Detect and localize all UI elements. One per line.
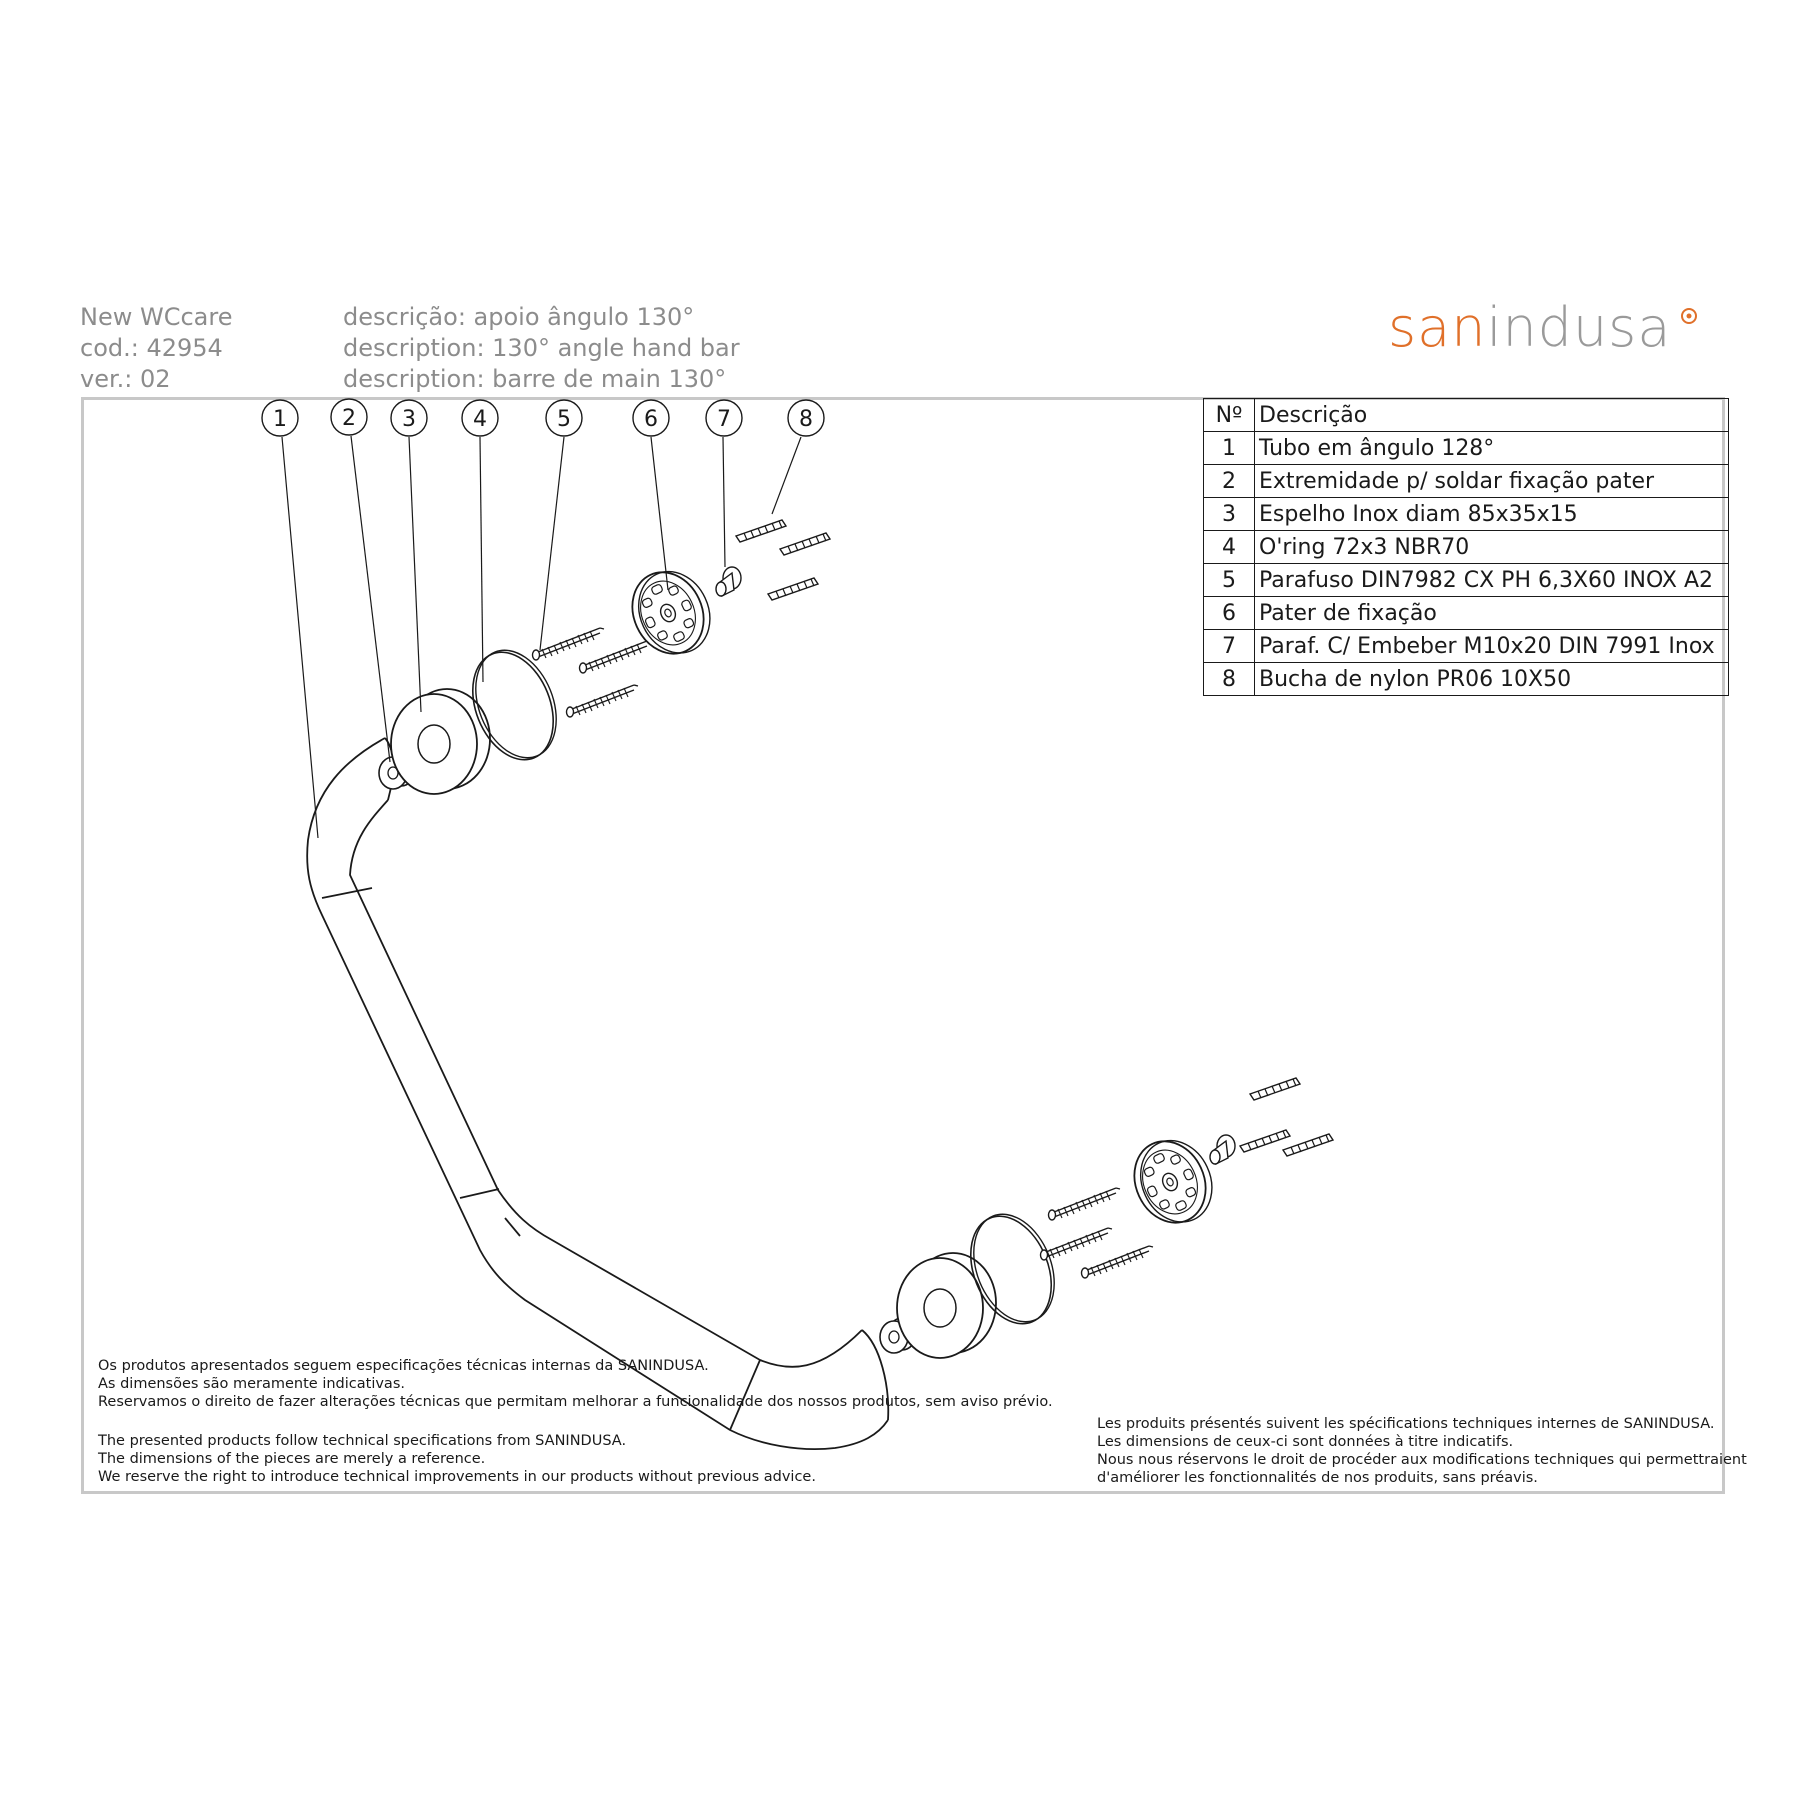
product-version: ver.: 02 <box>80 365 171 393</box>
part-3-cover-plate-bottom <box>896 1252 997 1359</box>
callout-1-label: 1 <box>273 407 287 432</box>
callout-6: 6 <box>632 399 670 437</box>
parts-table: Nº Descrição 1 Tubo em ângulo 128° 2 Ext… <box>1203 398 1729 696</box>
part-number: 8 <box>1203 662 1255 696</box>
disclaimer-line: Nous nous réservons le droit de procéder… <box>1097 1452 1747 1468</box>
brand-logo-indusa: indusa <box>1486 296 1672 359</box>
callout-6-label: 6 <box>644 407 658 432</box>
table-row: 1 Tubo em ângulo 128° <box>1203 431 1729 465</box>
callout-5-label: 5 <box>557 407 571 432</box>
product-name: New WCcare <box>80 303 233 331</box>
disclaimer-line: Les produits présentés suivent les spéci… <box>1097 1416 1715 1432</box>
part-number: 6 <box>1203 596 1255 630</box>
disclaimer-line: d'améliorer les fonctionnalités de nos p… <box>1097 1470 1538 1486</box>
table-row: 3 Espelho Inox diam 85x35x15 <box>1203 497 1729 531</box>
part-description: Tubo em ângulo 128° <box>1254 431 1729 465</box>
callout-4-label: 4 <box>473 407 487 432</box>
callout-2: 2 <box>330 398 368 436</box>
part-8-anchors-top <box>735 519 831 601</box>
part-7-bolt-top <box>715 566 742 598</box>
callout-8-label: 8 <box>799 407 813 432</box>
part-number: 1 <box>1203 431 1255 465</box>
disclaimer-en: The presented products follow technical … <box>98 1432 816 1486</box>
disclaimer-line: We reserve the right to introduce techni… <box>98 1469 816 1485</box>
callout-4: 4 <box>461 399 499 437</box>
part-number: 2 <box>1203 464 1255 498</box>
brand-logo-san: san <box>1388 296 1487 359</box>
table-row: 7 Paraf. C/ Embeber M10x20 DIN 7991 Inox <box>1203 629 1729 663</box>
part-description: Espelho Inox diam 85x35x15 <box>1254 497 1729 531</box>
callout-3: 3 <box>390 399 428 437</box>
callout-5: 5 <box>545 399 583 437</box>
part-description: Paraf. C/ Embeber M10x20 DIN 7991 Inox <box>1254 629 1729 663</box>
part-number: 3 <box>1203 497 1255 531</box>
header-descriptions: descrição: apoio ângulo 130° description… <box>343 302 740 395</box>
callout-2-label: 2 <box>342 406 356 431</box>
table-row: 6 Pater de fixação <box>1203 596 1729 630</box>
callout-group: 1 2 3 4 5 6 7 8 <box>261 398 825 437</box>
part-5-screws-bottom <box>1039 1187 1154 1279</box>
brand-logo: sanindusa <box>1388 296 1671 359</box>
header-product-info: New WCcare cod.: 42954 ver.: 02 <box>80 302 232 395</box>
description-en: description: 130° angle hand bar <box>343 334 740 362</box>
part-7-bolt-bottom <box>1209 1134 1236 1166</box>
callout-3-label: 3 <box>402 407 416 432</box>
product-code: cod.: 42954 <box>80 334 223 362</box>
table-row: 2 Extremidade p/ soldar fixação pater <box>1203 464 1729 498</box>
leader-lines <box>281 435 802 839</box>
table-row: 4 O'ring 72x3 NBR70 <box>1203 530 1729 564</box>
part-description: Pater de fixação <box>1254 596 1729 630</box>
part-number: 4 <box>1203 530 1255 564</box>
header-description: Descrição <box>1254 398 1729 432</box>
table-row: 8 Bucha de nylon PR06 10X50 <box>1203 662 1729 696</box>
part-description: Parafuso DIN7982 CX PH 6,3X60 INOX A2 <box>1254 563 1729 597</box>
part-description: Bucha de nylon PR06 10X50 <box>1254 662 1729 696</box>
part-6-pater-bottom <box>1120 1127 1226 1236</box>
callout-7-label: 7 <box>717 407 731 432</box>
description-pt: descrição: apoio ângulo 130° <box>343 303 695 331</box>
disclaimer-line: As dimensões são meramente indicativas. <box>98 1376 405 1392</box>
header-no: Nº <box>1203 398 1255 432</box>
callout-8: 8 <box>787 399 825 437</box>
callout-1: 1 <box>261 399 299 437</box>
part-number: 5 <box>1203 563 1255 597</box>
disclaimer-line: Os produtos apresentados seguem especifi… <box>98 1358 709 1374</box>
disclaimer-pt: Os produtos apresentados seguem especifi… <box>98 1357 1053 1411</box>
disclaimer-line: Reservamos o direito de fazer alterações… <box>98 1394 1053 1410</box>
parts-table-header: Nº Descrição <box>1203 398 1729 432</box>
callout-7: 7 <box>705 399 743 437</box>
brand-mark-icon <box>1681 308 1697 324</box>
part-number: 7 <box>1203 629 1255 663</box>
description-fr: description: barre de main 130° <box>343 365 727 393</box>
part-description: Extremidade p/ soldar fixação pater <box>1254 464 1729 498</box>
part-description: O'ring 72x3 NBR70 <box>1254 530 1729 564</box>
part-4-oring-top <box>471 649 557 761</box>
part-6-pater-top <box>618 558 724 667</box>
part-8-anchors-bottom <box>1239 1077 1334 1157</box>
drawing-frame <box>81 397 1725 1494</box>
part-3-cover-plate-top <box>390 688 491 795</box>
disclaimer-fr: Les produits présentés suivent les spéci… <box>1097 1415 1747 1487</box>
part-1-tube <box>306 737 890 1451</box>
disclaimer-line: The presented products follow technical … <box>98 1433 627 1449</box>
disclaimer-line: Les dimensions de ceux-ci sont données à… <box>1097 1434 1514 1450</box>
disclaimer-line: The dimensions of the pieces are merely … <box>98 1451 486 1467</box>
table-row: 5 Parafuso DIN7982 CX PH 6,3X60 INOX A2 <box>1203 563 1729 597</box>
